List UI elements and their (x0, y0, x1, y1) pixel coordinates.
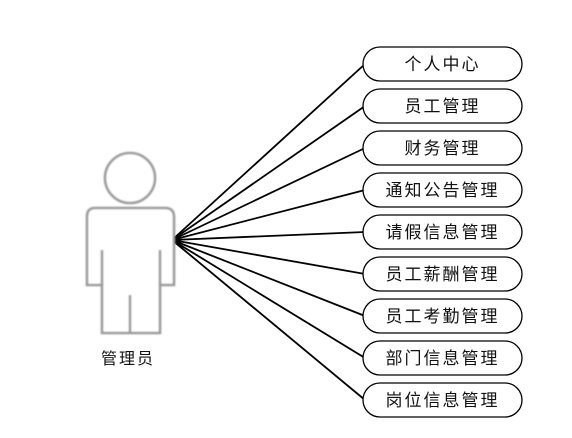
actor-figure (85, 151, 176, 335)
use-case-item: 员工管理 (362, 88, 523, 124)
use-case-box (362, 256, 523, 292)
use-case-item: 财务管理 (362, 130, 523, 166)
use-case-box (362, 88, 523, 124)
use-case-box (362, 172, 523, 208)
use-case-item: 个人中心 (362, 46, 523, 82)
connections (171, 63, 366, 401)
connection-line (171, 63, 366, 241)
use-case-label: 请假信息管理 (386, 223, 500, 243)
use-case-box (362, 130, 523, 166)
use-case-box (362, 340, 523, 376)
use-case-item: 员工薪酬管理 (362, 256, 523, 292)
use-case-label: 员工考勤管理 (386, 307, 500, 327)
connection-line (171, 239, 366, 275)
connection-line (171, 189, 366, 241)
connection-line (171, 239, 366, 359)
actor-head (103, 151, 157, 205)
connection-line (171, 239, 366, 317)
use-case-item: 员工考勤管理 (362, 298, 523, 334)
connection-line (171, 231, 366, 241)
actor-body (85, 206, 176, 335)
connection-line (171, 105, 366, 241)
connection-line (171, 239, 366, 401)
use-case-item: 部门信息管理 (362, 340, 523, 376)
use-case-list: 个人中心员工管理财务管理通知公告管理请假信息管理员工薪酬管理员工考勤管理部门信息… (362, 46, 523, 418)
use-case-box (362, 298, 523, 334)
actor-label: 管理员 (101, 349, 155, 368)
use-case-box (362, 46, 523, 82)
use-case-label: 岗位信息管理 (386, 391, 500, 411)
connection-line (171, 147, 366, 241)
use-case-label: 部门信息管理 (386, 349, 500, 369)
use-case-label: 个人中心 (405, 55, 481, 75)
use-case-label: 通知公告管理 (386, 181, 500, 201)
use-case-label: 员工管理 (405, 97, 481, 117)
use-case-label: 员工薪酬管理 (386, 265, 500, 285)
use-case-item: 请假信息管理 (362, 214, 523, 250)
use-case-box (362, 214, 523, 250)
use-case-item: 岗位信息管理 (362, 382, 523, 418)
use-case-box (362, 382, 523, 418)
use-case-label: 财务管理 (405, 139, 481, 159)
use-case-item: 通知公告管理 (362, 172, 523, 208)
